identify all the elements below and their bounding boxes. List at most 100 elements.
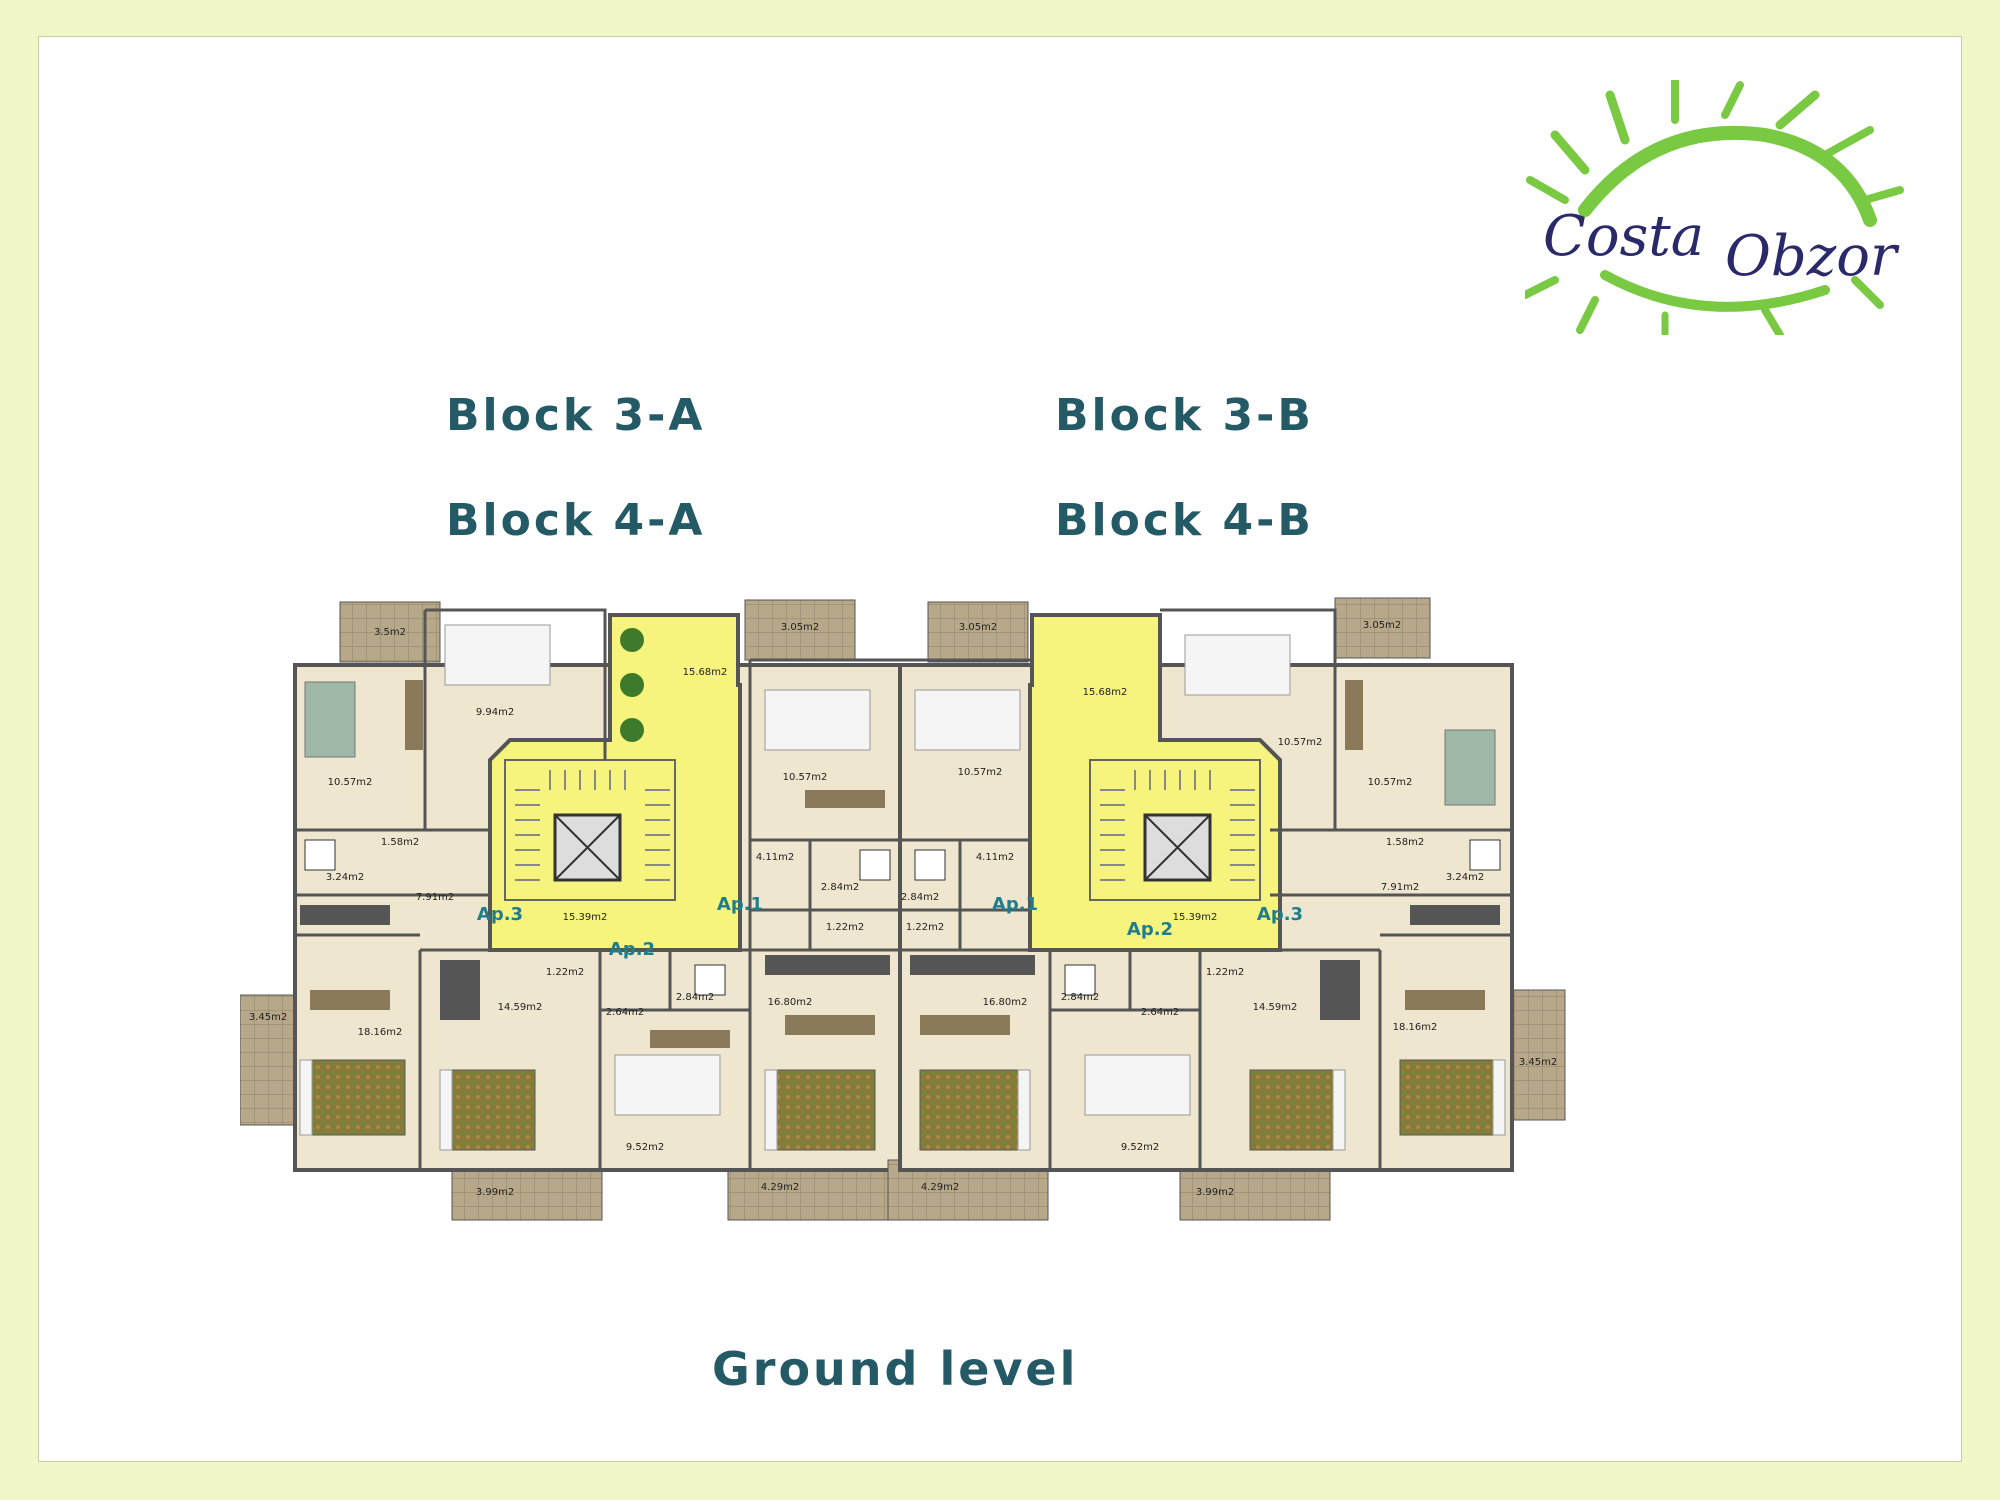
area-label: 2.84m2 bbox=[901, 892, 939, 903]
apartment-label: Ap.2 bbox=[1127, 919, 1173, 940]
apartment-label: Ap.3 bbox=[1257, 904, 1303, 925]
area-label: 3.45m2 bbox=[249, 1012, 287, 1023]
area-label: 9.52m2 bbox=[1121, 1142, 1159, 1153]
bed-icon bbox=[1444, 729, 1496, 806]
wardrobe-icon bbox=[805, 790, 885, 808]
logo-word-obzor: Obzor bbox=[1725, 224, 1900, 289]
area-label: 1.58m2 bbox=[381, 837, 419, 848]
sun-rays-icon bbox=[1525, 80, 1904, 335]
shower-icon bbox=[914, 849, 946, 881]
balcony bbox=[1334, 597, 1431, 659]
bed-icon bbox=[1184, 634, 1291, 696]
area-label: 18.16m2 bbox=[358, 1027, 403, 1038]
rug-icon bbox=[309, 1059, 406, 1136]
rug-icon bbox=[1249, 1069, 1336, 1151]
area-label: 3.05m2 bbox=[781, 622, 819, 633]
logo-word-costa: Costa bbox=[1543, 204, 1704, 269]
bed-icon bbox=[764, 689, 871, 751]
rug-icon bbox=[774, 1069, 876, 1151]
area-label: 2.84m2 bbox=[1061, 992, 1099, 1003]
area-label: 3.05m2 bbox=[959, 622, 997, 633]
level-title: Ground level bbox=[712, 1342, 1079, 1396]
sofa-icon bbox=[764, 1069, 778, 1151]
area-label: 3.24m2 bbox=[326, 872, 364, 883]
sofa-icon bbox=[1332, 1069, 1346, 1151]
area-label: 9.52m2 bbox=[626, 1142, 664, 1153]
apartment-label: Ap.2 bbox=[609, 939, 655, 960]
dining-table-icon bbox=[310, 990, 390, 1010]
area-label: 7.91m2 bbox=[1381, 882, 1419, 893]
area-label: 1.22m2 bbox=[906, 922, 944, 933]
wardrobe-icon bbox=[1345, 680, 1363, 750]
area-label: 2.64m2 bbox=[1141, 1007, 1179, 1018]
shower-icon bbox=[859, 849, 891, 881]
shower-icon bbox=[304, 839, 336, 871]
balcony bbox=[240, 994, 296, 1126]
rug-icon bbox=[449, 1069, 536, 1151]
kitchen-counter-icon bbox=[1410, 905, 1500, 925]
rug-icon bbox=[1399, 1059, 1496, 1136]
area-label: 4.11m2 bbox=[756, 852, 794, 863]
heading-block-4a: Block 4-A bbox=[446, 495, 706, 546]
area-label: 4.11m2 bbox=[976, 852, 1014, 863]
balcony bbox=[744, 599, 856, 661]
area-label: 3.99m2 bbox=[1196, 1187, 1234, 1198]
area-label: 15.68m2 bbox=[683, 667, 728, 678]
apartment-label: Ap.1 bbox=[992, 894, 1038, 915]
balcony bbox=[1509, 989, 1566, 1121]
area-label: 16.80m2 bbox=[983, 997, 1028, 1008]
wardrobe-icon bbox=[405, 680, 423, 750]
heading-block-3b: Block 3-B bbox=[1055, 390, 1314, 441]
kitchen-counter-icon bbox=[440, 960, 480, 1020]
area-label: 10.57m2 bbox=[328, 777, 373, 788]
area-label: 14.59m2 bbox=[1253, 1002, 1298, 1013]
area-label: 10.57m2 bbox=[783, 772, 828, 783]
area-label: 15.39m2 bbox=[563, 912, 608, 923]
kitchen-counter-icon bbox=[910, 955, 1035, 975]
plant-icon bbox=[620, 673, 644, 697]
dining-table-icon bbox=[785, 1015, 875, 1035]
kitchen-counter-icon bbox=[1320, 960, 1360, 1020]
plant-icon bbox=[620, 718, 644, 742]
area-label: 10.57m2 bbox=[958, 767, 1003, 778]
wardrobe-icon bbox=[650, 1030, 730, 1048]
floor-plan: 3.5m2 9.94m2 10.57m2 15.68m2 3.05m2 10.5… bbox=[240, 597, 1566, 1221]
heading-block-4b: Block 4-B bbox=[1055, 495, 1314, 546]
area-label: 7.91m2 bbox=[416, 892, 454, 903]
rug-icon bbox=[919, 1069, 1021, 1151]
sofa-icon bbox=[299, 1059, 313, 1136]
bed-icon bbox=[304, 681, 356, 758]
heading-block-3a: Block 3-A bbox=[446, 390, 706, 441]
dining-table-icon bbox=[920, 1015, 1010, 1035]
sofa-icon bbox=[439, 1069, 453, 1151]
area-label: 1.58m2 bbox=[1386, 837, 1424, 848]
area-label: 3.24m2 bbox=[1446, 872, 1484, 883]
dining-table-icon bbox=[1405, 990, 1485, 1010]
area-label: 10.57m2 bbox=[1368, 777, 1413, 788]
area-label: 1.22m2 bbox=[546, 967, 584, 978]
area-label: 9.94m2 bbox=[476, 707, 514, 718]
area-label: 4.29m2 bbox=[921, 1182, 959, 1193]
costa-obzor-logo: Costa Obzor bbox=[1525, 80, 1904, 335]
area-label: 2.84m2 bbox=[821, 882, 859, 893]
sofa-icon bbox=[1492, 1059, 1506, 1136]
area-label: 3.05m2 bbox=[1363, 620, 1401, 631]
shower-icon bbox=[1064, 964, 1096, 996]
area-label: 2.84m2 bbox=[676, 992, 714, 1003]
balcony bbox=[927, 601, 1029, 663]
area-label: 14.59m2 bbox=[498, 1002, 543, 1013]
bed-icon bbox=[1084, 1054, 1191, 1116]
bed-icon bbox=[914, 689, 1021, 751]
area-label: 18.16m2 bbox=[1393, 1022, 1438, 1033]
apartment-label: Ap.1 bbox=[717, 894, 763, 915]
sofa-icon bbox=[1017, 1069, 1031, 1151]
shower-icon bbox=[694, 964, 726, 996]
kitchen-counter-icon bbox=[300, 905, 390, 925]
area-label: 1.22m2 bbox=[826, 922, 864, 933]
area-label: 3.99m2 bbox=[476, 1187, 514, 1198]
area-label: 1.22m2 bbox=[1206, 967, 1244, 978]
area-label: 10.57m2 bbox=[1278, 737, 1323, 748]
right-building: 3.05m2 10.57m2 15.68m2 10.57m2 3.05m2 10… bbox=[887, 597, 1566, 1221]
shower-icon bbox=[1469, 839, 1501, 871]
area-label: 3.45m2 bbox=[1519, 1057, 1557, 1068]
